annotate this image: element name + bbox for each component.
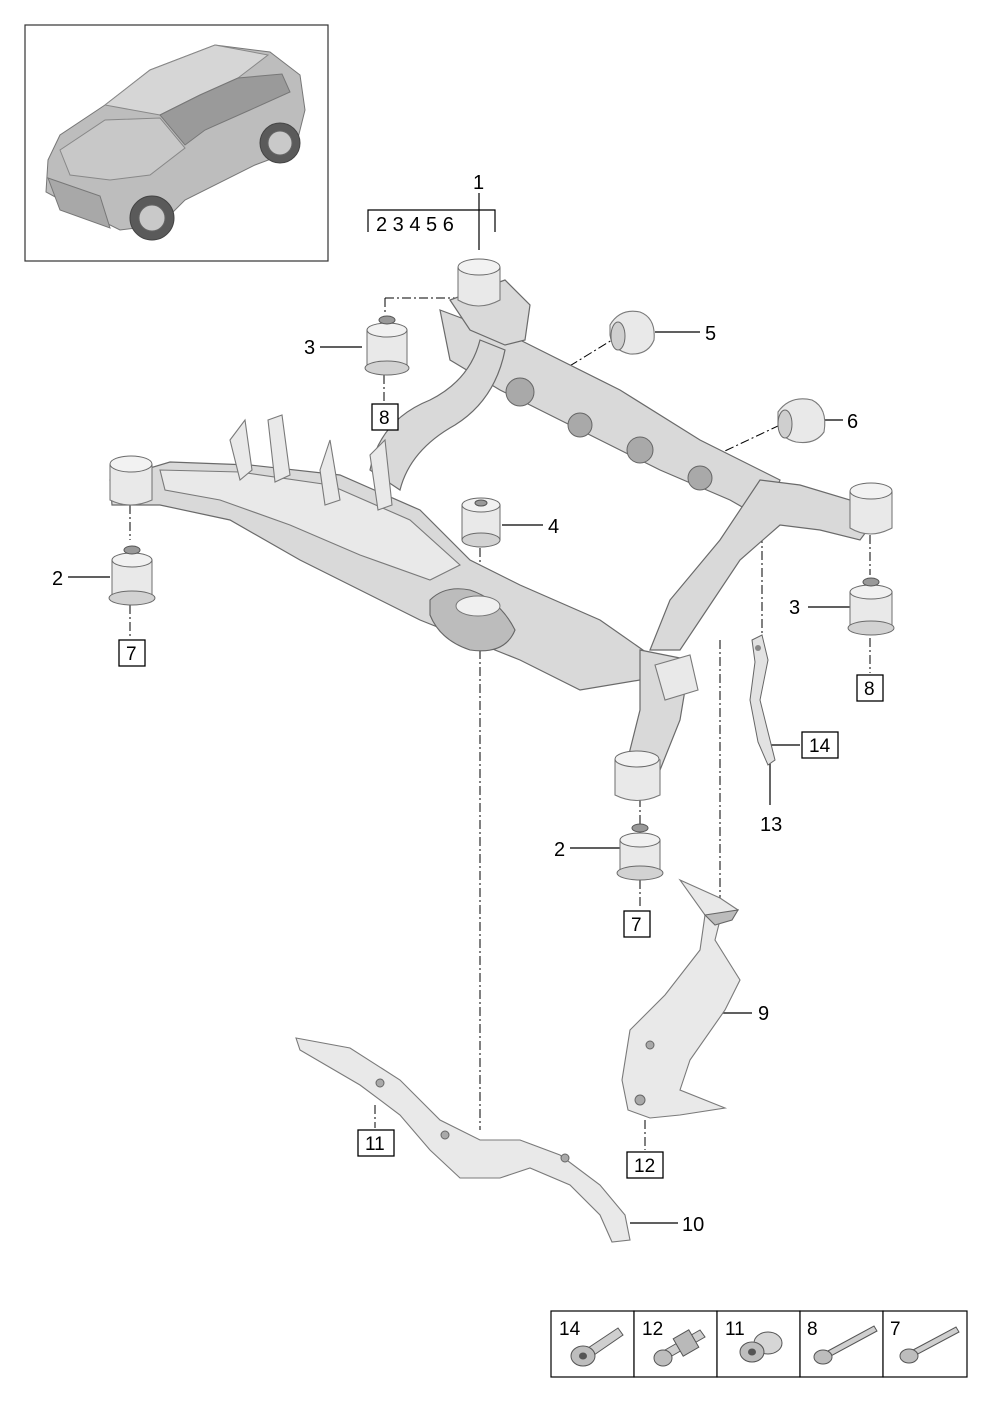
legend-label-8: 8 xyxy=(807,1319,818,1340)
vehicle-thumbnail xyxy=(24,24,329,262)
legend-label-12: 12 xyxy=(642,1319,663,1340)
callout-9: 9 xyxy=(758,1003,769,1025)
callout-6: 6 xyxy=(847,411,858,433)
callout-1: 1 xyxy=(473,172,484,194)
level-sensor-13 xyxy=(749,634,776,766)
callout-2-right: 2 xyxy=(554,839,565,861)
long-bolt-icon xyxy=(813,1325,878,1365)
rear-axle-subframe xyxy=(109,258,893,802)
callout-labels: 1 2 3 4 5 6 3 5 6 4 2 3 13 2 9 10 xyxy=(52,172,858,1236)
callout-2-left: 2 xyxy=(52,568,63,590)
legend-label-11: 11 xyxy=(725,1319,745,1340)
svg-text:14: 14 xyxy=(809,736,831,757)
boxed-callout-7-right: 7 xyxy=(623,910,651,938)
callout-4: 4 xyxy=(548,516,559,538)
callout-5: 5 xyxy=(705,323,716,345)
boxed-callout-8-right: 8 xyxy=(856,674,884,702)
boxed-callout-14: 14 xyxy=(801,731,839,759)
legend-label-14: 14 xyxy=(559,1319,581,1340)
svg-text:8: 8 xyxy=(379,408,390,429)
bushing-5 xyxy=(609,310,655,355)
fastener-legend: 14 12 11 8 7 xyxy=(550,1310,968,1378)
socket-head-bolt-icon xyxy=(570,1327,624,1367)
bushing-2-left xyxy=(108,545,156,606)
callout-10: 10 xyxy=(682,1214,704,1236)
long-bolt-icon xyxy=(899,1326,960,1364)
boxed-callout-7-left: 7 xyxy=(118,639,146,667)
bushing-4 xyxy=(461,497,501,548)
bushing-3-left xyxy=(364,315,410,376)
svg-text:11: 11 xyxy=(365,1134,385,1155)
legend-label-7: 7 xyxy=(890,1319,901,1340)
bushing-3-right xyxy=(847,577,895,636)
callout-3-right: 3 xyxy=(789,597,800,619)
svg-text:7: 7 xyxy=(126,644,137,665)
boxed-callout-8-left: 8 xyxy=(371,403,399,431)
suv-car-image xyxy=(45,44,306,241)
boxed-callout-12: 12 xyxy=(626,1151,664,1179)
bracket-9 xyxy=(621,878,741,1119)
bushing-2-right xyxy=(616,823,664,881)
bushing-6 xyxy=(777,398,826,444)
callout-13: 13 xyxy=(760,814,782,836)
flange-nut-bolt-icon xyxy=(653,1329,706,1367)
leader-lines xyxy=(68,193,871,1224)
boxed-callouts: 8 7 8 14 7 11 12 xyxy=(118,403,884,1179)
reinforcement-plate-10 xyxy=(295,1037,631,1243)
svg-text:8: 8 xyxy=(864,679,875,700)
svg-text:7: 7 xyxy=(631,915,642,936)
svg-text:12: 12 xyxy=(634,1156,655,1177)
callout-3-left: 3 xyxy=(304,337,315,359)
boxed-callout-11: 11 xyxy=(357,1129,395,1157)
flange-nut-icon xyxy=(739,1331,783,1363)
callout-group-2-6: 2 3 4 5 6 xyxy=(376,214,454,236)
